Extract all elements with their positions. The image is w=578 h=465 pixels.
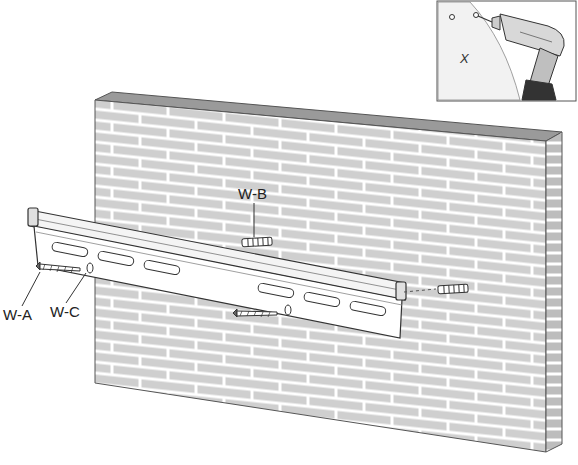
leader-line [22,203,254,306]
wall-plate [28,208,406,338]
wall-side [546,132,562,452]
drill-inset [437,1,576,101]
washer [87,263,291,315]
part-label: W-C [50,304,80,319]
part-label: W-A [3,307,32,322]
position-mark: X [460,52,469,65]
wall-plug [242,237,468,294]
part-label: W-B [238,186,267,201]
